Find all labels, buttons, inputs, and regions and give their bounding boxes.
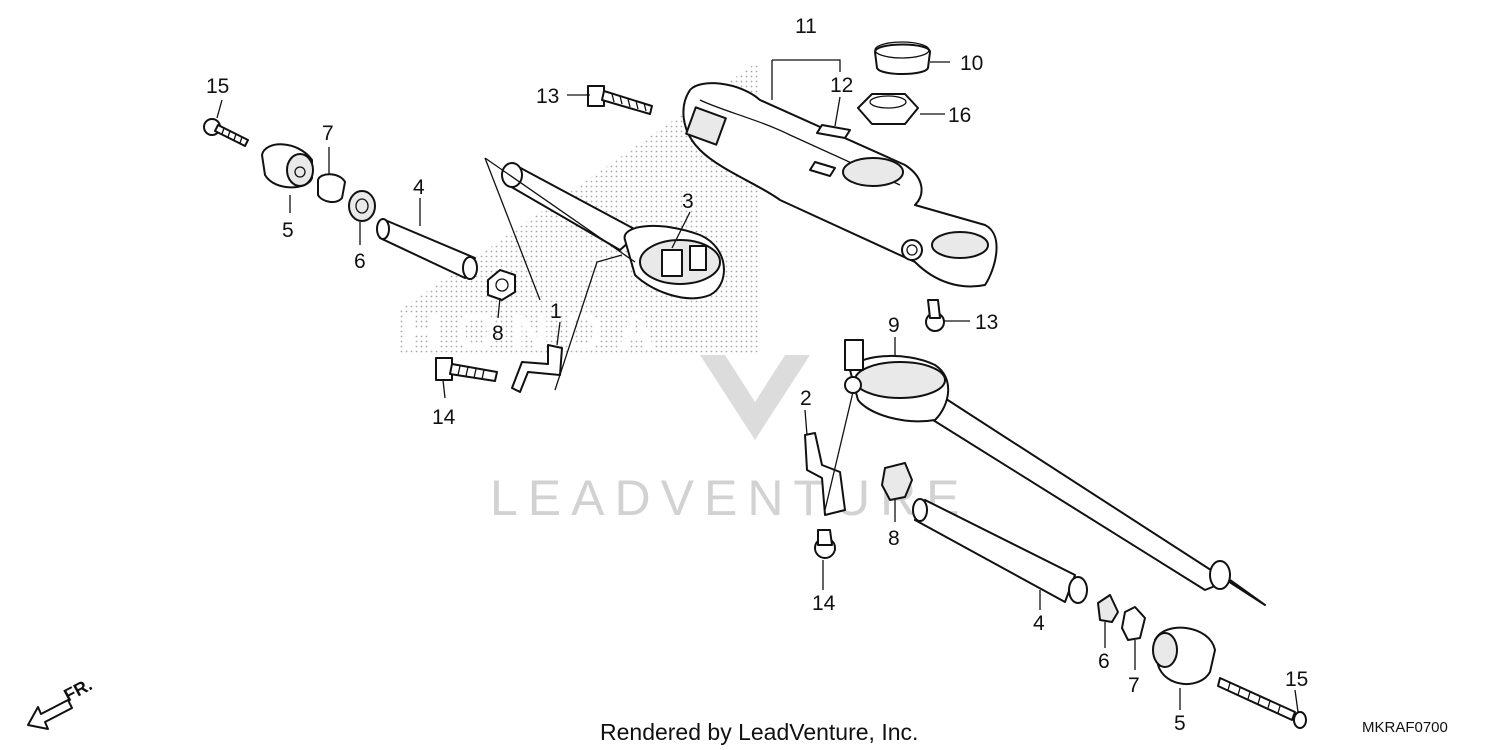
left-clip-on-handlebar <box>501 162 725 300</box>
watermark-text: LEADVENTURE <box>490 470 970 526</box>
callout-13-upper: 13 <box>536 85 559 108</box>
callout-2: 2 <box>800 387 812 410</box>
rendered-by-footer: Rendered by LeadVenture, Inc. <box>600 719 918 745</box>
callout-8-right: 8 <box>888 527 900 550</box>
part-16-stem-nut <box>857 93 919 125</box>
callout-9: 9 <box>888 314 900 337</box>
part-14-bolt-left <box>435 357 498 382</box>
callout-10: 10 <box>960 52 983 75</box>
part-8-nut-left <box>487 269 516 301</box>
part-4-rod-right <box>912 498 1088 604</box>
callout-numbers: 1 2 3 4 4 5 5 6 6 7 7 8 8 9 10 11 12 13 … <box>206 15 1308 735</box>
callout-13-lower: 13 <box>975 311 998 334</box>
part-15-screw-left <box>203 118 249 147</box>
part-6-collar-left <box>348 190 376 222</box>
leader-lines <box>216 59 1299 713</box>
part-15-screw-right <box>1217 677 1307 729</box>
callout-11: 11 <box>795 15 817 38</box>
right-clip-on-handlebar <box>844 339 1266 606</box>
callout-5-right: 5 <box>1174 712 1186 735</box>
callout-4-left: 4 <box>413 176 425 199</box>
front-direction-indicator: FR. <box>27 674 95 730</box>
callout-15-left: 15 <box>206 75 229 98</box>
part-7-clip-right <box>1121 606 1146 641</box>
leadventure-watermark: LEADVENTURE <box>490 355 970 526</box>
callout-7-left: 7 <box>322 122 334 145</box>
part-2-bracket <box>804 432 846 516</box>
callout-4-right: 4 <box>1033 612 1045 635</box>
diagram-code: MKRAF0700 <box>1362 719 1448 736</box>
callout-15-right: 15 <box>1285 668 1308 691</box>
part-4-rod-left <box>376 218 478 280</box>
callout-16: 16 <box>948 104 971 127</box>
part-6-collar-right <box>1097 594 1119 623</box>
callout-14-left: 14 <box>432 406 456 429</box>
callout-8-left: 8 <box>492 322 504 345</box>
callout-7-right: 7 <box>1128 674 1140 697</box>
part-13-bolt-upper <box>587 85 653 115</box>
front-arrow-icon <box>27 699 73 730</box>
callout-3: 3 <box>682 190 694 213</box>
part-5-bar-end-left <box>261 143 314 189</box>
callout-1: 1 <box>550 300 562 323</box>
part-10-cap <box>874 41 931 75</box>
callout-6-left: 6 <box>354 250 366 273</box>
callout-12: 12 <box>830 74 853 97</box>
callout-14-right: 14 <box>812 592 836 615</box>
honda-watermark-logo: HONDA <box>402 302 670 362</box>
part-5-bar-end-right <box>1152 626 1216 686</box>
part-8-nut-right <box>881 462 913 501</box>
part-14-bolt-right <box>814 529 836 559</box>
part-13-bolt-lower <box>925 299 945 332</box>
callout-5-left: 5 <box>282 219 294 242</box>
top-bridge <box>682 82 998 288</box>
part-1-bracket <box>511 344 563 393</box>
part-7-clip-left <box>317 173 346 203</box>
part-12-plate <box>816 124 851 139</box>
callout-6-right: 6 <box>1098 650 1110 673</box>
leadventure-logo-icon <box>700 355 810 440</box>
